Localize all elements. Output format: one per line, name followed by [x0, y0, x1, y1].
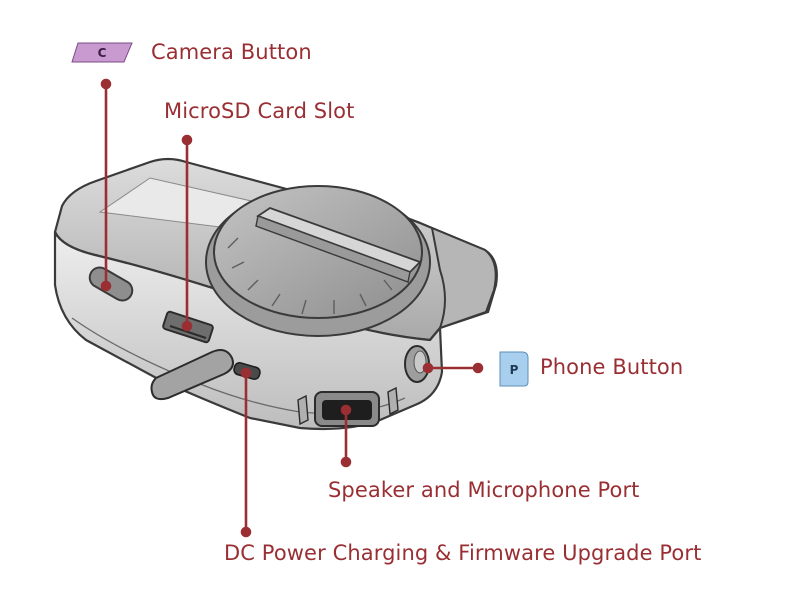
camera-button-shape — [88, 266, 134, 302]
microsd-slot-label: MicroSD Card Slot — [164, 99, 355, 123]
jog-dial-grip-bar-shade — [255, 215, 411, 283]
phone-button-label: Phone Button — [540, 355, 684, 379]
phone-badge: P — [499, 351, 529, 387]
camera-badge-letter: C — [98, 46, 107, 60]
mounting-tab — [430, 226, 497, 330]
speaker-mic-port-label: Speaker and Microphone Port — [328, 478, 640, 502]
phone-badge-letter: P — [510, 363, 519, 377]
dc-power-port-label: DC Power Charging & Firmware Upgrade Por… — [224, 541, 702, 565]
camera-badge: C — [71, 42, 133, 63]
callout-lines — [100, 78, 484, 538]
camera-button-label: Camera Button — [151, 40, 312, 64]
port-cover-flap — [150, 349, 234, 401]
